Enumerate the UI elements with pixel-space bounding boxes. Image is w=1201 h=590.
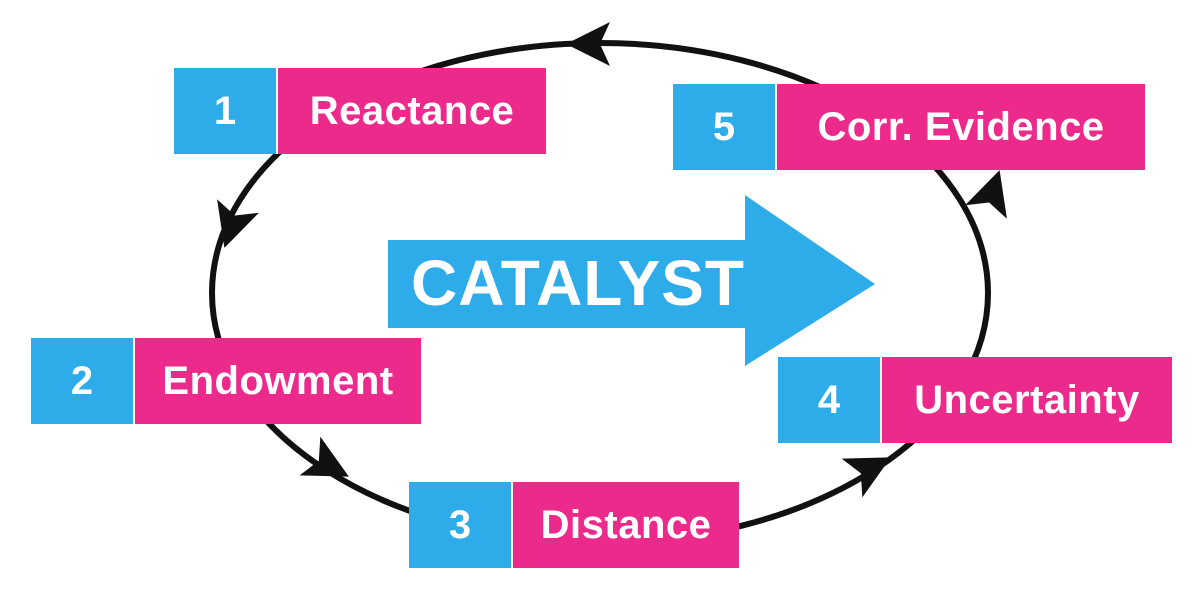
cycle-arrowhead-left: [217, 199, 259, 248]
step-number: 5: [673, 84, 777, 170]
step-label: Distance: [513, 482, 739, 568]
step-label: Endowment: [135, 338, 421, 424]
step-4: 4 Uncertainty: [778, 357, 1172, 443]
cycle-arrowhead-bottom-right: [841, 457, 891, 498]
step-5: 5 Corr. Evidence: [673, 84, 1145, 170]
cycle-arrowhead-right: [965, 170, 1007, 219]
catalyst-arrow-label: CATALYST: [411, 247, 745, 319]
cycle-arrowhead-top: [566, 22, 610, 66]
step-number: 3: [409, 482, 513, 568]
step-1: 1 Reactance: [174, 68, 546, 154]
catalyst-arrow-shape: [388, 195, 875, 366]
step-label: Uncertainty: [882, 357, 1172, 443]
step-number: 4: [778, 357, 882, 443]
step-label: Reactance: [278, 68, 546, 154]
step-3: 3 Distance: [409, 482, 739, 568]
step-2: 2 Endowment: [31, 338, 421, 424]
step-number: 1: [174, 68, 278, 154]
cycle-arrowhead-bottom-left: [299, 436, 349, 477]
step-label: Corr. Evidence: [777, 84, 1145, 170]
step-number: 2: [31, 338, 135, 424]
